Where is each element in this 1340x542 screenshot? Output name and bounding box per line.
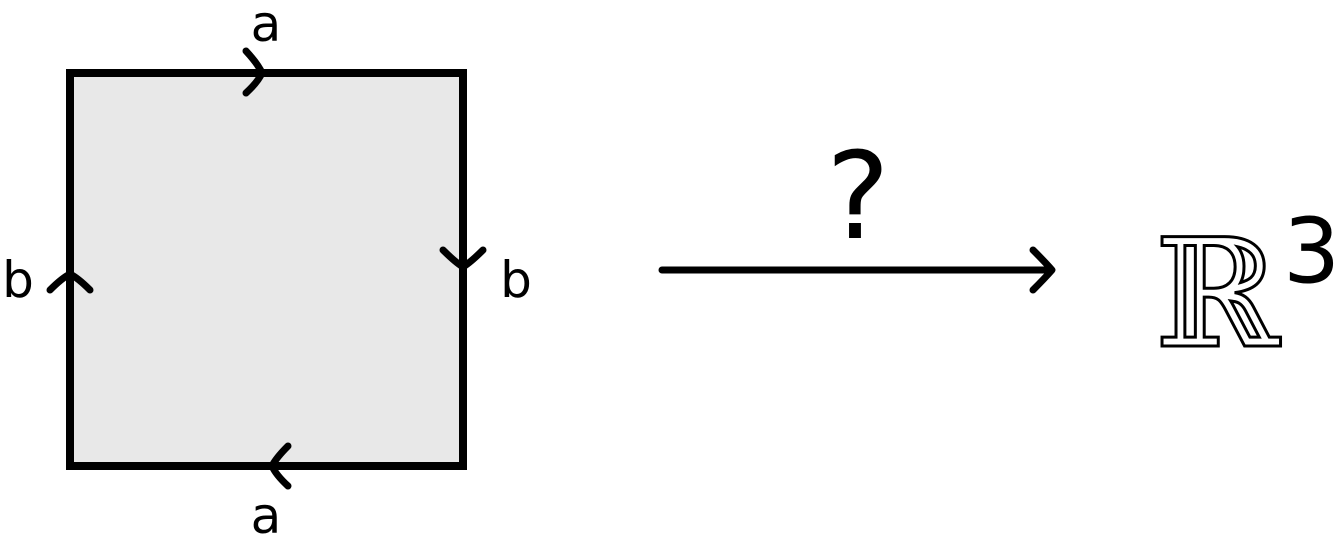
right-edge-arrow-icon [439, 246, 487, 271]
top-edge-label: a [251, 0, 282, 53]
left-edge-label: b [2, 251, 34, 309]
fundamental-square [66, 69, 467, 470]
target-space-exponent: 3 [1283, 199, 1340, 304]
left-edge-arrow-icon [46, 270, 94, 294]
right-edge-label: b [500, 251, 532, 309]
map-arrowhead-icon [1029, 246, 1056, 294]
bottom-edge-arrow-icon [268, 442, 292, 490]
top-edge-arrow-icon [242, 47, 266, 97]
map-label: ? [826, 128, 890, 267]
target-space-base: ℝ [1155, 208, 1281, 382]
bottom-edge-label: a [251, 487, 282, 542]
